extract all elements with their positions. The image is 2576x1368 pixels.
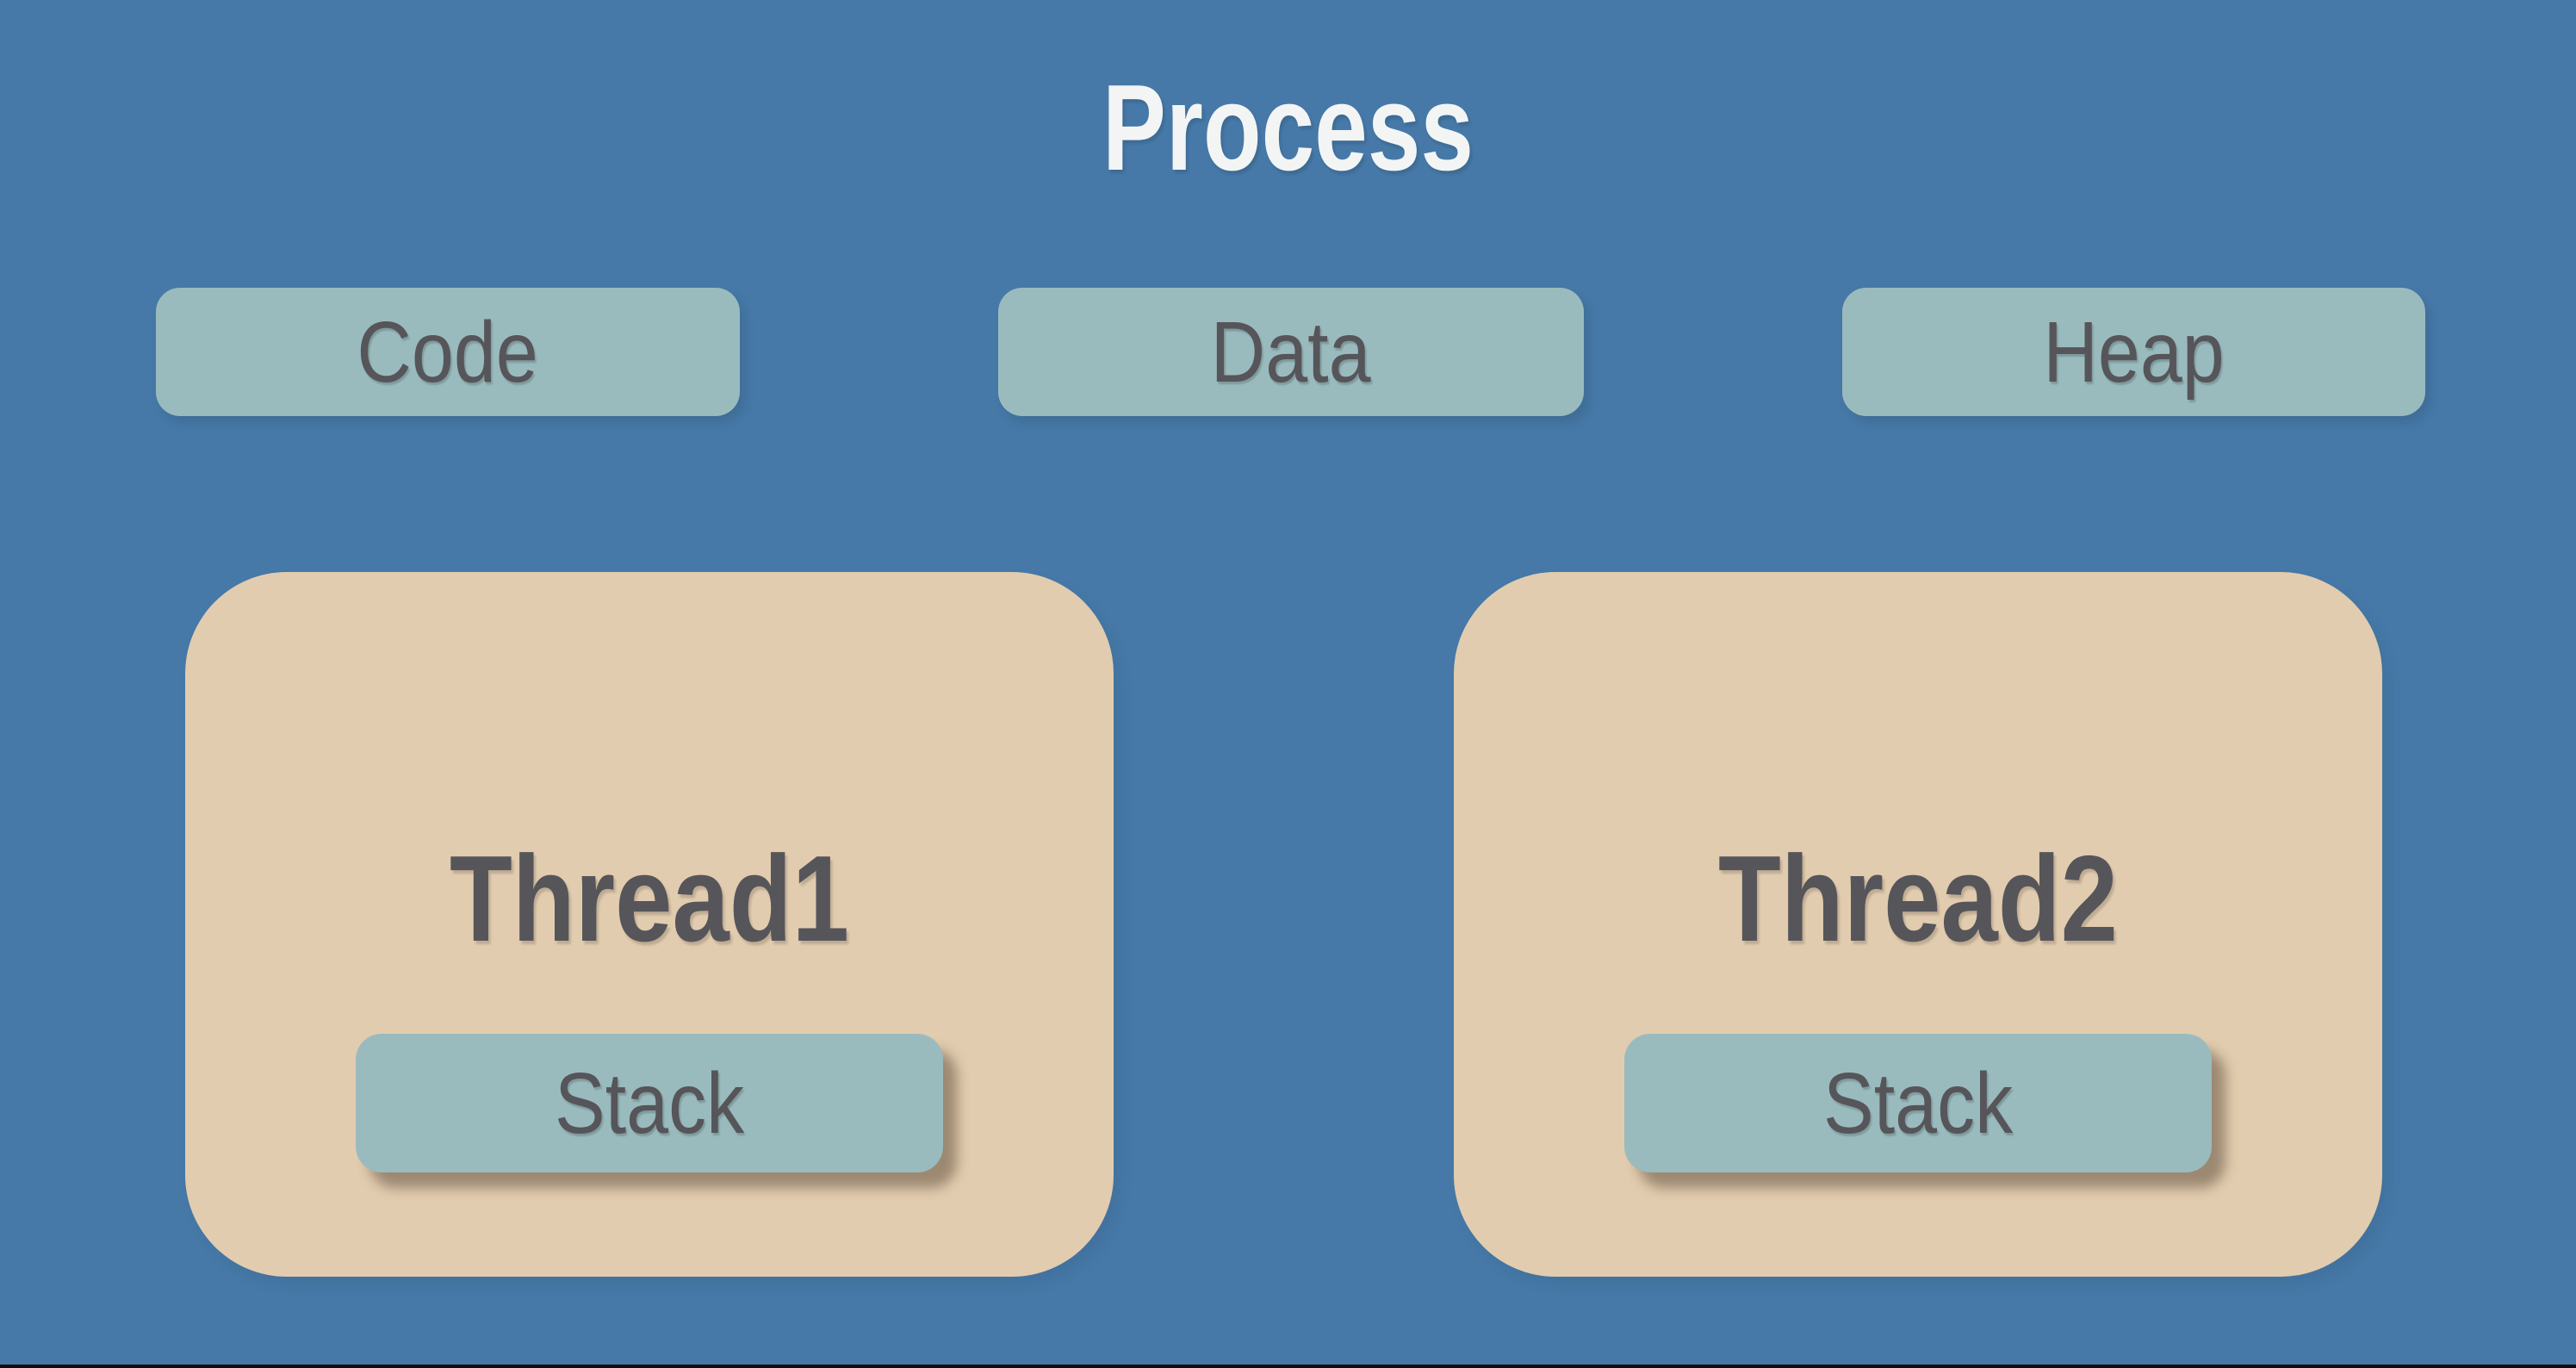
thread2-stack-label: Stack <box>1822 1054 2014 1152</box>
thread2-stack-box: Stack <box>1624 1034 2212 1172</box>
process-title: Process <box>1102 59 1474 196</box>
thread1-label: Thread1 <box>449 830 850 967</box>
thread1-stack-label: Stack <box>554 1054 745 1152</box>
heap-segment-label: Heap <box>2043 303 2225 401</box>
thread2-box: Thread2 Stack <box>1454 572 2382 1277</box>
code-segment-box: Code <box>156 288 740 416</box>
code-segment-label: Code <box>357 303 539 401</box>
thread2-label: Thread2 <box>1717 830 2119 967</box>
data-segment-box: Data <box>998 288 1584 416</box>
bottom-edge-bar <box>0 1365 2576 1368</box>
thread1-stack-box: Stack <box>356 1034 943 1172</box>
thread1-box: Thread1 Stack <box>185 572 1114 1277</box>
heap-segment-box: Heap <box>1842 288 2425 416</box>
data-segment-label: Data <box>1211 303 1371 401</box>
